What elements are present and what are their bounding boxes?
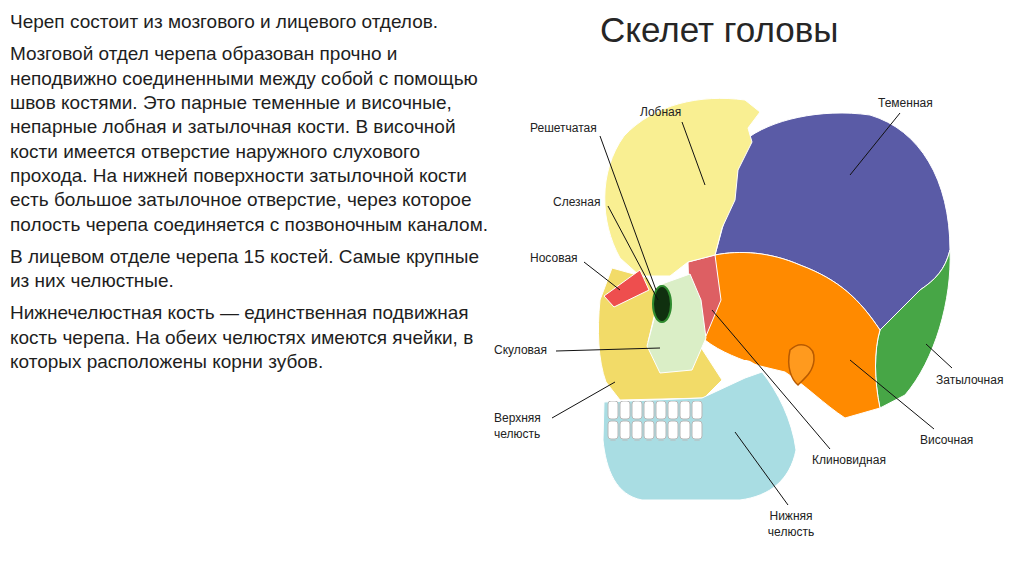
leader-line [850,360,934,429]
text-column: Череп состоит из мозгового и лицевого от… [10,10,488,374]
leader-line [682,122,705,185]
leader-line [600,136,656,290]
leader-line [850,113,900,175]
body-paragraph: Мозговой отдел черепа образован прочно и… [10,42,488,237]
bone-label: Решетчатая [530,120,597,136]
bone-label: Скуловая [494,342,547,358]
bone-label: Теменная [878,95,933,111]
body-paragraph: Череп состоит из мозгового и лицевого от… [10,10,488,34]
leader-line [926,344,952,368]
bone-label: Височная [920,432,973,448]
bone-label: Клиновидная [812,452,886,468]
bone-label: Нижняя челюсть [758,508,824,540]
bone-label: Лобная [640,104,681,120]
body-paragraph: Нижнечелюстная кость — единственная подв… [10,301,488,374]
leader-line [584,262,620,290]
body-paragraph: В лицевом отделе черепа 15 костей. Самые… [10,245,488,294]
leader-lines [552,113,952,505]
leader-line [556,348,660,351]
nasal-bone [604,270,649,307]
bone-label: Носовая [530,250,578,266]
leader-line [552,382,615,418]
frontal-bone [605,98,760,276]
mandible-bone [603,372,796,500]
lower-teeth [607,421,703,441]
bone-label: Затылочная [936,372,1003,388]
ear-canal [789,345,814,385]
lacrimal-bone [653,286,671,322]
page-title: Скелет головы [600,10,839,50]
bone-label: Верхняя челюсть [494,410,556,442]
leader-line [712,310,830,449]
upper-teeth [607,401,703,421]
leader-line [735,432,788,505]
bone-label: Слезная [553,194,600,210]
